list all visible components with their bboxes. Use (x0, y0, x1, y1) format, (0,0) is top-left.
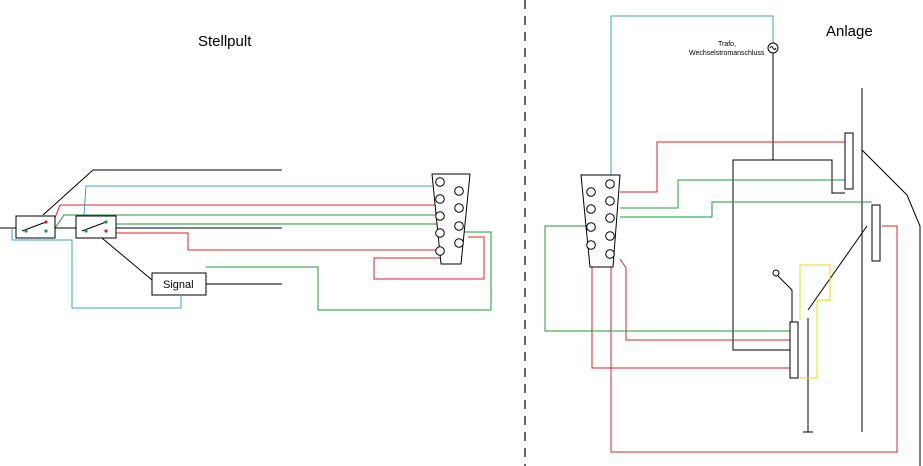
stellpult-black-top-wire (42, 169, 282, 216)
trafo-wave (769, 46, 777, 50)
trafo-label-line1: Trafo, (718, 41, 736, 48)
stellpult-red-wire-2 (112, 232, 440, 251)
switch-2-terminal (104, 229, 108, 233)
switch-1[interactable] (15, 215, 56, 239)
stellpult-title: Stellpult (198, 33, 252, 50)
trafo-feed-wire (732, 53, 790, 351)
track-diagonal (807, 225, 868, 311)
anlage-green-wire-1 (620, 179, 845, 209)
stellpult-green-wire-1 (54, 214, 440, 229)
anlage-green-wire-2 (620, 201, 872, 218)
stellpult-blue-return-wire (11, 228, 182, 309)
switch-1-terminal (24, 229, 28, 233)
anlage-blue-wire (610, 15, 774, 175)
stellpult-connector-pins (435, 177, 464, 256)
signal-drive[interactable] (789, 321, 799, 379)
trafo-feed-branch (773, 159, 845, 194)
switch-1-terminal (44, 229, 48, 233)
signal-lamp-icon (772, 269, 780, 277)
switch-to-signal-wire (95, 232, 153, 281)
anlage-red-wire-1 (620, 141, 845, 193)
anlage-yellow-wire (799, 264, 831, 379)
switch-1-terminal (44, 220, 48, 224)
turnout-motor-2[interactable] (871, 204, 881, 262)
anlage-layout: Trafo, Wechselstromanschluss (544, 15, 921, 466)
stellpult-red-wire-1 (54, 204, 440, 219)
anlage-red-wire-4 (610, 225, 898, 453)
signal-box[interactable] (151, 272, 207, 296)
turnout-motor-1[interactable] (844, 132, 854, 190)
anlage-red-wire-3 (591, 257, 790, 369)
switch-2[interactable] (75, 215, 117, 239)
stellpult-panel: Signal (0, 169, 492, 311)
anlage-red-wire-2 (619, 258, 790, 341)
anlage-connector-pins (586, 179, 615, 259)
stellpult-blue-wire (83, 185, 440, 216)
anlage-title: Anlage (826, 23, 873, 40)
signal-lamp-mast (777, 275, 793, 291)
track-rail-diverging (861, 149, 921, 466)
trafo-label-line2: Wechselstromanschluss (689, 50, 765, 57)
stellpult-red-wire-3 (373, 236, 485, 280)
switch-2-terminal (104, 220, 108, 224)
signal-label: Signal (163, 279, 194, 291)
anlage-green-wire-3 (544, 225, 790, 332)
stellpult-green-wire-3 (206, 231, 492, 311)
switch-2-terminal (84, 229, 88, 233)
